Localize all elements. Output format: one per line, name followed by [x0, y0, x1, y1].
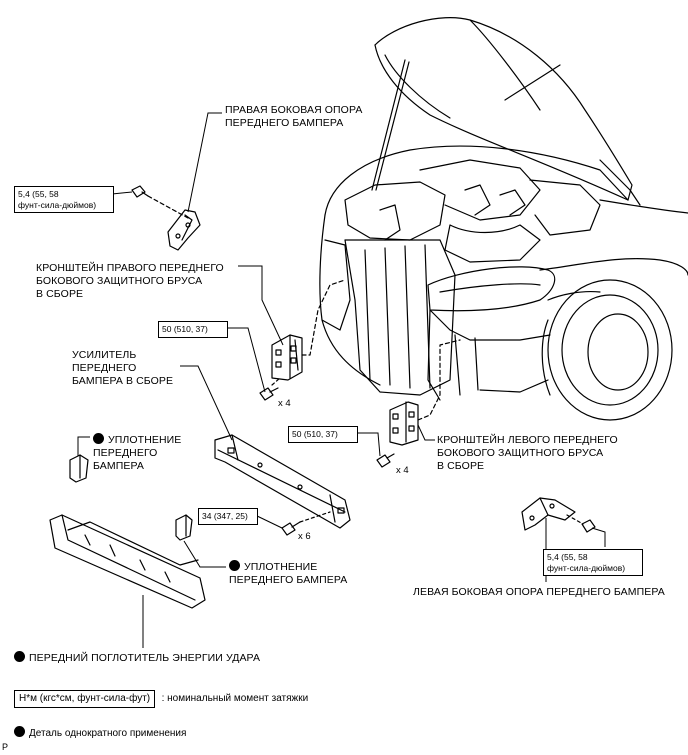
- left-support-torque-box: 5,4 (55, 58 фунт-сила-дюймов): [543, 549, 643, 576]
- left-bracket-torque-box: 50 (510, 37): [288, 426, 358, 443]
- right-support-label: ПРАВАЯ БОКОВАЯ ОПОРА ПЕРЕДНЕГО БАМПЕРА: [225, 104, 363, 129]
- left-bracket-label: КРОНШТЕЙН ЛЕВОГО ПЕРЕДНЕГО БОКОВОГО ЗАЩИ…: [437, 434, 618, 472]
- single-use-marker: [14, 651, 25, 662]
- single-use-legend: Деталь однократного применения: [14, 726, 186, 739]
- absorber-label: ПЕРЕДНИЙ ПОГЛОТИТЕЛЬ ЭНЕРГИИ УДАРА: [14, 651, 260, 665]
- seal-lower-part: [175, 514, 193, 541]
- single-use-marker: [93, 433, 104, 444]
- absorber-part: [49, 514, 206, 609]
- left-support-bolt: [581, 519, 596, 533]
- legend: Н*м (кгс*см, фунт-сила-фут) : номинальны…: [14, 688, 308, 708]
- reinforcement-bolt: [281, 521, 301, 536]
- reinforcement-qty: x 6: [298, 531, 311, 542]
- single-use-marker: [229, 560, 240, 571]
- seal-lower-label: УПЛОТНЕНИЕ ПЕРЕДНЕГО БАМПЕРА: [229, 560, 348, 586]
- right-support-part: [167, 209, 201, 251]
- left-support-part: [521, 497, 576, 531]
- right-bracket-label: КРОНШТЕЙН ПРАВОГО ПЕРЕДНЕГО БОКОВОГО ЗАЩ…: [36, 262, 224, 300]
- right-bracket-bolt: [259, 387, 279, 401]
- torque-unit-box: Н*м (кгс*см, фунт-сила-фут): [14, 690, 156, 708]
- vehicle-front: [319, 17, 688, 421]
- reinforcement-part: [214, 434, 351, 529]
- reinforcement-torque-box: 34 (347, 25): [198, 508, 258, 525]
- right-bracket-qty: x 4: [278, 398, 291, 409]
- leader-lines: [77, 112, 606, 648]
- left-bracket-part: [389, 401, 419, 446]
- reinforcement-label: УСИЛИТЕЛЬ ПЕРЕДНЕГО БАМПЕРА В СБОРЕ: [72, 349, 174, 387]
- left-bracket-qty: x 4: [396, 465, 409, 476]
- right-support-torque-box: 5,4 (55, 58 фунт-сила-дюймов): [14, 186, 114, 213]
- right-bracket-torque-box: 50 (510, 37): [158, 321, 228, 338]
- seal-upper-part: [69, 454, 89, 483]
- right-bracket-part: [271, 334, 303, 381]
- right-support-bolt: [131, 185, 149, 198]
- left-support-label: ЛЕВАЯ БОКОВАЯ ОПОРА ПЕРЕДНЕГО БАМПЕРА: [413, 586, 665, 598]
- left-bracket-bolt: [376, 453, 395, 468]
- corner-mark: P: [2, 742, 9, 752]
- single-use-marker: [14, 726, 25, 737]
- torque-desc: : номинальный момент затяжки: [161, 693, 309, 704]
- seal-upper-label: УПЛОТНЕНИЕ ПЕРЕДНЕГО БАМПЕРА: [93, 433, 182, 472]
